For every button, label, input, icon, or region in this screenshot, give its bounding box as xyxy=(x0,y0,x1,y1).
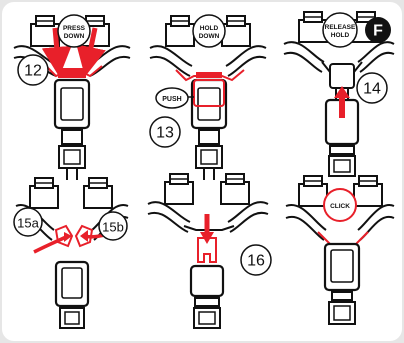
hold-down-line1: HOLD xyxy=(200,25,219,32)
svg-text:CLICK: CLICK xyxy=(330,203,350,210)
step-13-number: 13 xyxy=(150,117,180,147)
step-16-number: 16 xyxy=(241,245,271,275)
press-down-callout: PRESS DOWN xyxy=(58,15,90,47)
panel-badge: F xyxy=(365,17,391,43)
step-14-number: 14 xyxy=(357,73,387,103)
svg-text:13: 13 xyxy=(156,125,174,142)
click-callout: CLICK xyxy=(324,189,356,221)
svg-text:12: 12 xyxy=(24,63,42,80)
svg-text:PUSH: PUSH xyxy=(162,96,181,103)
release-hold-line1: RELEASE xyxy=(325,24,356,31)
step-12-number: 12 xyxy=(18,55,48,85)
svg-text:14: 14 xyxy=(363,81,381,98)
push-callout: PUSH xyxy=(156,88,194,108)
release-hold-line2: HOLD xyxy=(331,32,350,39)
press-down-line2: DOWN xyxy=(64,33,85,40)
svg-text:F: F xyxy=(373,23,383,40)
release-hold-callout: RELEASE HOLD xyxy=(323,13,357,47)
step-15b-number: 15b xyxy=(99,212,127,240)
hold-down-callout: HOLD DOWN xyxy=(193,15,225,47)
hold-down-line2: DOWN xyxy=(199,33,220,40)
svg-text:15a: 15a xyxy=(17,216,39,231)
svg-text:15b: 15b xyxy=(102,220,124,235)
step-15-illustration xyxy=(16,178,128,328)
press-down-line1: PRESS xyxy=(63,25,86,32)
step-15a-number: 15a xyxy=(14,208,42,236)
svg-text:16: 16 xyxy=(247,253,265,270)
